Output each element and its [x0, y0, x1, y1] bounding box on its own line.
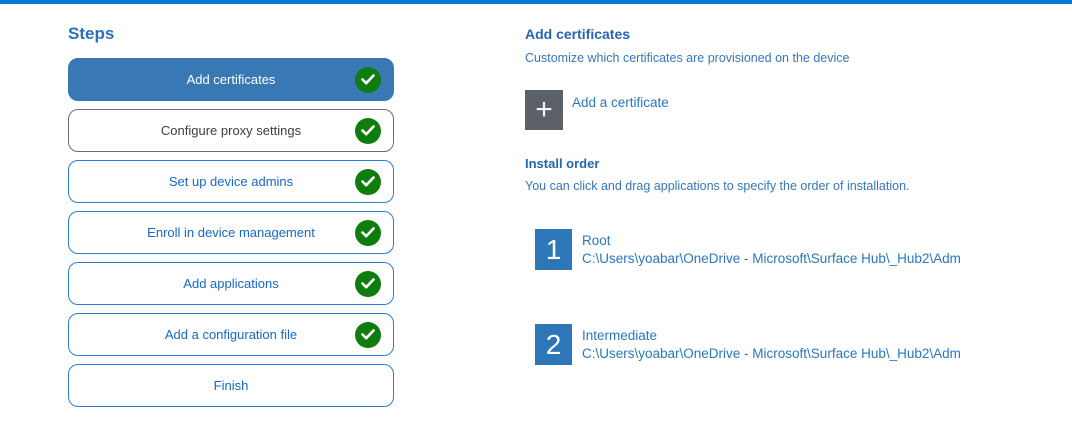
step-add-certificates[interactable]: Add certificates — [68, 58, 394, 101]
step-label: Configure proxy settings — [160, 123, 302, 138]
completed-check-icon — [355, 117, 381, 144]
order-number-badge: 2 — [535, 324, 572, 365]
certificate-name: Root — [582, 233, 611, 248]
plus-icon[interactable]: + — [525, 90, 563, 130]
step-label: Add certificates — [186, 72, 276, 87]
add-certificate-button[interactable]: + Add a certificate — [525, 90, 669, 130]
step-finish[interactable]: Finish — [68, 364, 394, 407]
completed-check-icon — [355, 270, 381, 297]
step-label: Enroll in device management — [147, 225, 315, 240]
completed-check-icon — [355, 219, 381, 246]
certificate-path: C:\Users\yoabar\OneDrive - Microsoft\Sur… — [582, 251, 961, 266]
step-label: Finish — [213, 378, 249, 393]
step-add-a-configuration-file[interactable]: Add a configuration file — [68, 313, 394, 356]
order-item-text: Intermediate C:\Users\yoabar\OneDrive - … — [582, 324, 961, 365]
order-item-text: Root C:\Users\yoabar\OneDrive - Microsof… — [582, 229, 961, 270]
step-configure-proxy-settings[interactable]: Configure proxy settings — [68, 109, 394, 152]
top-accent-bar — [0, 0, 1072, 4]
step-add-applications[interactable]: Add applications — [68, 262, 394, 305]
certificate-path: C:\Users\yoabar\OneDrive - Microsoft\Sur… — [582, 346, 961, 361]
completed-check-icon — [355, 168, 381, 195]
step-label: Set up device admins — [168, 174, 294, 189]
step-enroll-in-device-management[interactable]: Enroll in device management — [68, 211, 394, 254]
step-set-up-device-admins[interactable]: Set up device admins — [68, 160, 394, 203]
add-certificate-label: Add a certificate — [572, 95, 669, 110]
install-order-item-intermediate[interactable]: 2 Intermediate C:\Users\yoabar\OneDrive … — [535, 324, 961, 365]
step-label: Add a configuration file — [164, 327, 298, 342]
order-number-badge: 1 — [535, 229, 572, 270]
certificate-name: Intermediate — [582, 328, 658, 343]
page-title: Add certificates — [525, 26, 631, 42]
install-order-heading: Install order — [525, 156, 600, 171]
completed-check-icon — [355, 66, 381, 93]
steps-title: Steps — [68, 24, 115, 43]
install-order-item-root[interactable]: 1 Root C:\Users\yoabar\OneDrive - Micros… — [535, 229, 961, 270]
step-label: Add applications — [183, 276, 279, 291]
install-order-description: You can click and drag applications to s… — [525, 179, 910, 193]
completed-check-icon — [355, 321, 381, 348]
steps-list: Add certificates Configure proxy setting… — [68, 58, 394, 415]
page-description: Customize which certificates are provisi… — [525, 51, 850, 65]
